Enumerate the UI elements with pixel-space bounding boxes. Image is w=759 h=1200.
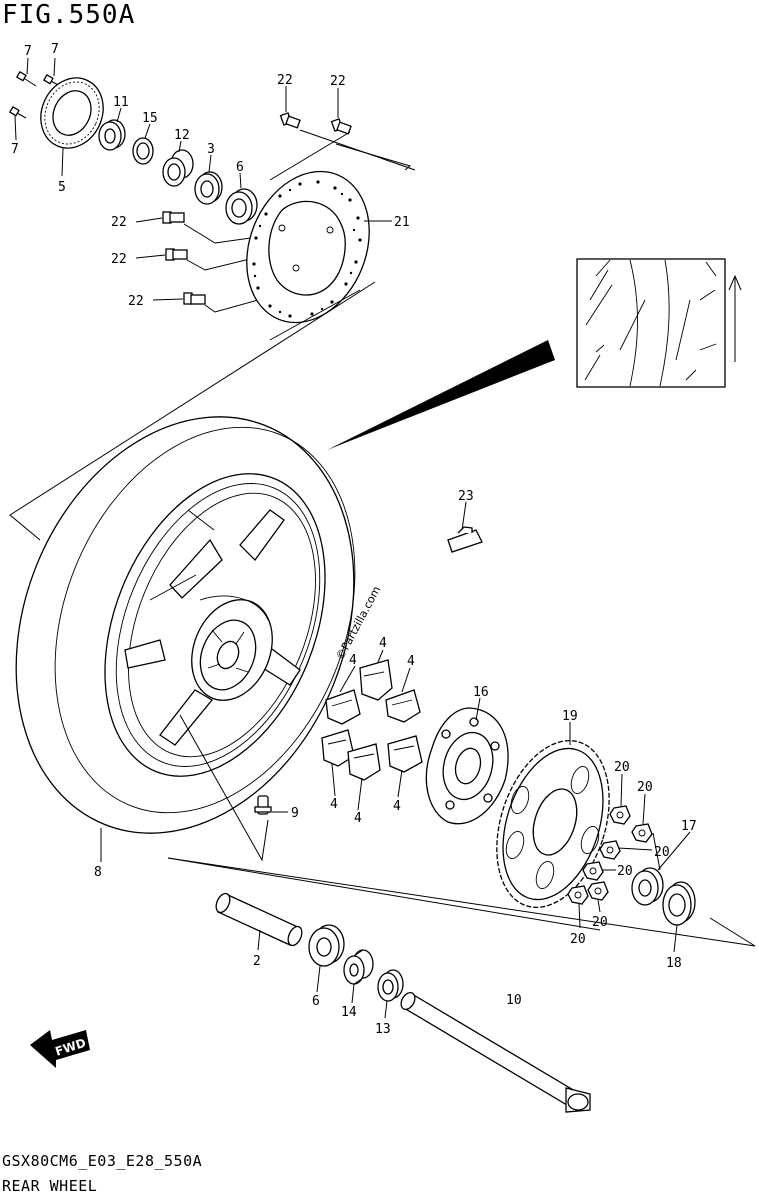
bolt-22-b	[330, 118, 352, 135]
nut-20-c	[599, 840, 621, 860]
callout-10: 10	[506, 993, 522, 1008]
callout-14: 14	[341, 1005, 357, 1020]
collar-12	[162, 149, 194, 187]
callout-22: 22	[330, 74, 346, 89]
callout-20: 20	[617, 864, 633, 879]
callout-15: 15	[142, 111, 158, 126]
inset-pointer	[327, 340, 555, 450]
brake-disc-21	[246, 170, 370, 324]
nut-20-f	[567, 885, 589, 905]
nut-20-b	[631, 823, 653, 843]
callout-13: 13	[375, 1022, 391, 1037]
callout-19: 19	[562, 709, 578, 724]
spacer-13	[377, 969, 404, 1002]
callout-5: 5	[58, 180, 66, 195]
bolt-22-a	[279, 112, 301, 129]
callout-4: 4	[354, 811, 362, 826]
sprocket-carrier-16	[425, 707, 509, 825]
damper-rubbers-4	[321, 659, 423, 781]
bearing-17	[631, 867, 664, 906]
axle-10	[400, 991, 591, 1113]
callout-4: 4	[349, 653, 357, 668]
forward-direction-badge: FWD	[30, 1030, 90, 1068]
balance-weight-23	[447, 526, 483, 553]
callout-18: 18	[666, 956, 682, 971]
rear-sprocket-19	[496, 739, 610, 909]
valve-9	[254, 795, 286, 815]
callout-11: 11	[113, 95, 129, 110]
bearing-11	[98, 119, 126, 151]
section-name: REAR WHEEL	[2, 1177, 98, 1195]
callout-20: 20	[637, 780, 653, 795]
callout-22: 22	[277, 73, 293, 88]
spacer-15	[132, 137, 154, 165]
seal-18	[662, 881, 696, 926]
direction-arrow	[728, 274, 742, 362]
callout-17: 17	[681, 819, 697, 834]
collar-14	[343, 949, 374, 985]
figure-title: FIG.550A	[2, 0, 136, 30]
callout-22: 22	[111, 215, 127, 230]
callout-20: 20	[654, 845, 670, 860]
callout-20: 20	[592, 915, 608, 930]
callout-22: 22	[111, 252, 127, 267]
bearing-6-bottom	[308, 924, 345, 967]
callout-23: 23	[458, 489, 474, 504]
model-code: GSX80CM6_E03_E28_550A	[2, 1152, 203, 1170]
callout-2: 2	[253, 954, 261, 969]
callout-4: 4	[393, 799, 401, 814]
callout-9: 9	[291, 806, 299, 821]
callout-22: 22	[128, 294, 144, 309]
callout-3: 3	[207, 142, 215, 157]
callout-leaders	[14, 57, 691, 1019]
sensor-ring-5	[40, 77, 104, 149]
callout-6: 6	[312, 994, 320, 1009]
callout-8: 8	[94, 865, 102, 880]
nut-20-e	[587, 881, 609, 901]
spacer-2	[215, 892, 303, 947]
seal-3	[194, 171, 223, 205]
nut-20-d	[582, 861, 604, 881]
callout-21: 21	[394, 215, 410, 230]
callout-20: 20	[570, 932, 586, 947]
screw-7-a	[16, 71, 37, 87]
callout-6: 6	[236, 160, 244, 175]
callout-20: 20	[614, 760, 630, 775]
tread-pattern-inset	[576, 258, 726, 388]
callout-labels: 7 7 7 5 11 15 12 3 6 22 22 22 22 22 21 2…	[11, 42, 697, 1037]
callout-7: 7	[24, 44, 32, 59]
callout-16: 16	[473, 685, 489, 700]
callout-7: 7	[51, 42, 59, 57]
callout-7: 7	[11, 142, 19, 157]
callout-4: 4	[407, 654, 415, 669]
bolt-22-d	[165, 248, 188, 261]
callout-4: 4	[379, 636, 387, 651]
bolt-22-e	[183, 292, 206, 305]
screw-7-c	[9, 106, 27, 119]
bolt-22-c	[162, 211, 185, 224]
callout-12: 12	[174, 128, 190, 143]
nut-20-a	[609, 805, 631, 825]
callout-4: 4	[330, 797, 338, 812]
bearing-6-top	[225, 188, 258, 225]
rear-wheel-8	[15, 416, 356, 834]
